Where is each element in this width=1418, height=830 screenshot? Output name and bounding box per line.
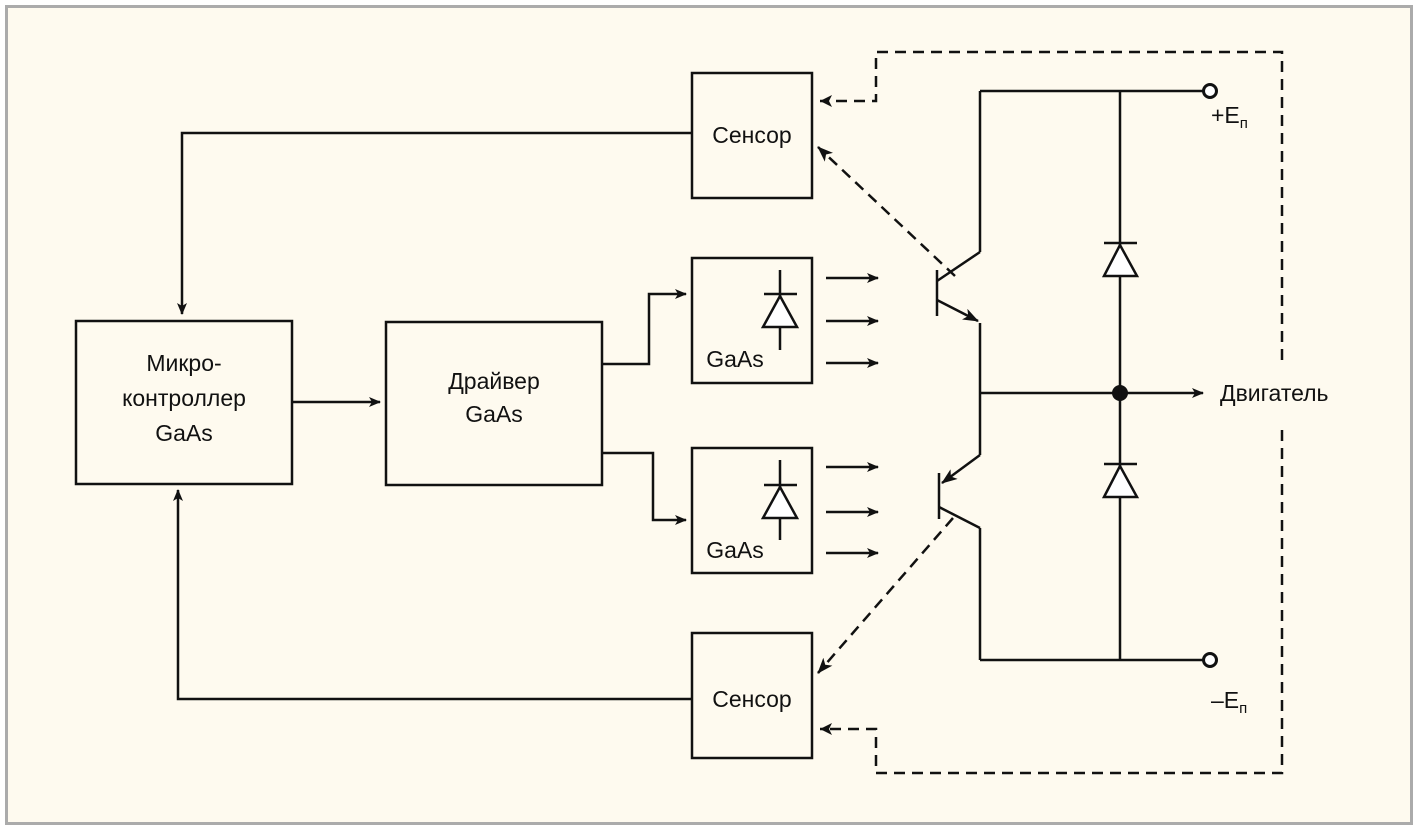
sensor-top-block: Сенсор	[690, 71, 814, 200]
terminal-minus-icon	[1202, 652, 1218, 668]
diode-top-icon	[1101, 241, 1140, 278]
microcontroller-label-line3: GaAs	[155, 420, 213, 446]
microcontroller-label-line1: Микро-	[146, 350, 221, 376]
feedback-wire-top	[177, 131, 692, 315]
feedback-wire-bottom	[173, 489, 692, 701]
microcontroller-label-line2: контроллер	[122, 385, 246, 411]
diode-bottom-icon	[1101, 462, 1140, 499]
led-diode-icon	[760, 460, 800, 540]
sense-path-bottom-transistor	[817, 517, 954, 674]
driver-block: Драйвер GaAs	[384, 320, 604, 487]
diagram-frame	[5, 5, 1413, 825]
arrow-icon	[820, 95, 832, 107]
sensor-bottom-block: Сенсор	[690, 631, 814, 760]
emitter-bottom-block: GaAs	[690, 446, 814, 575]
sense-path-top-transistor	[817, 146, 956, 277]
sensor-bottom-label: Сенсор	[712, 686, 791, 712]
emitter-top-label: GaAs	[706, 346, 764, 372]
driver-label-line2: GaAs	[465, 401, 523, 427]
light-emission-arrows-top	[826, 273, 879, 368]
motor-label: Двигатель	[1220, 380, 1329, 406]
drive-wire-top	[602, 289, 687, 366]
sensor-top-label: Сенсор	[712, 122, 791, 148]
driver-label-line1: Драйвер	[448, 368, 540, 394]
drive-wire-bottom	[602, 451, 687, 525]
emitter-top-block: GaAs	[690, 256, 814, 385]
light-emission-arrows-bottom	[826, 462, 879, 558]
emitter-bottom-label: GaAs	[706, 537, 764, 563]
terminal-plus-label: +Eп	[1211, 102, 1248, 132]
transistor-bottom-icon	[937, 453, 1203, 662]
arrow-icon	[820, 723, 832, 735]
sense-loop-bottom	[820, 430, 1284, 775]
terminal-plus-icon	[1202, 83, 1218, 99]
microcontroller-block: Микро- контроллер GaAs	[74, 319, 294, 486]
sense-loop-top	[820, 50, 1284, 360]
led-diode-icon	[760, 270, 800, 350]
transistor-top-icon	[935, 89, 1203, 323]
terminal-minus-label: –Eп	[1211, 687, 1247, 717]
